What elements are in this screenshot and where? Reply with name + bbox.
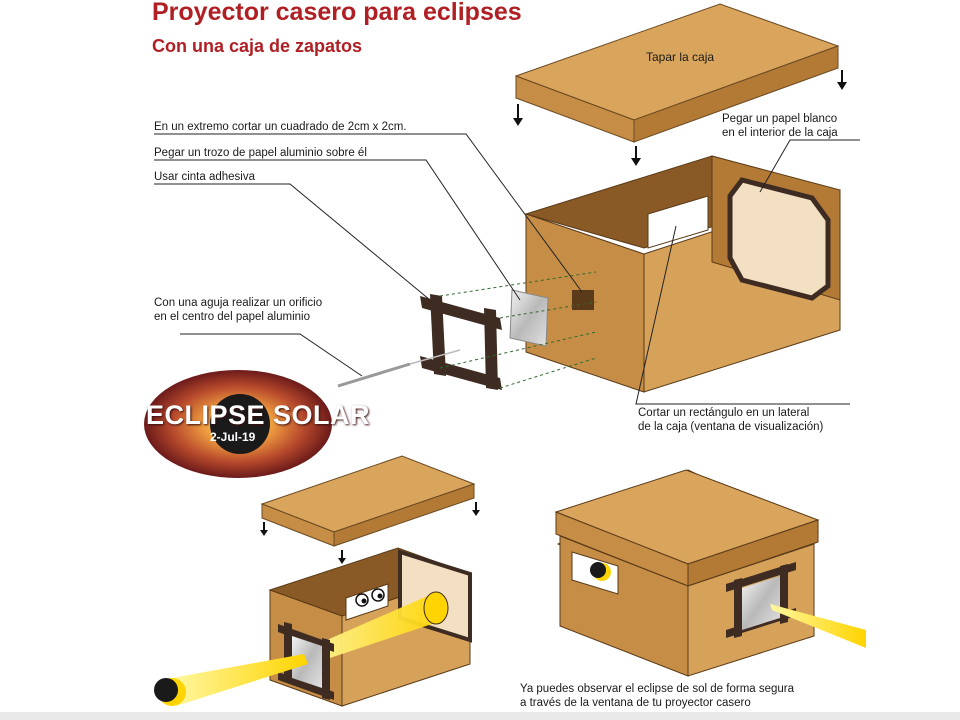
badge-title: ECLIPSE SOLAR (146, 400, 371, 430)
eclipse-badge (144, 370, 332, 478)
square-cut-label: En un extremo cortar un cuadrado de 2cm … (154, 121, 407, 133)
needle (337, 349, 461, 388)
small-sun-beam (154, 654, 308, 706)
final-label-line1: Ya puedes observar el eclipse de sol de … (520, 683, 795, 695)
page-subtitle: Con una caja de zapatos (152, 36, 363, 56)
small-lid-arrows (260, 502, 480, 564)
foil-patch (509, 289, 549, 347)
closed-box (554, 469, 820, 677)
dotted-guides (439, 271, 597, 389)
badge-date: 2-Jul-19 (210, 430, 256, 444)
window-label-line2: de la caja (ventana de visualización) (638, 421, 824, 433)
page-title: Proyector casero para eclipses (152, 0, 522, 26)
small-lid (260, 455, 476, 547)
leader-lines (154, 133, 860, 405)
window-label-line1: Cortar un rectángulo en un lateral (638, 407, 810, 419)
tape-label: Usar cinta adhesiva (154, 171, 255, 183)
lid-top (514, 3, 840, 143)
tape-frame (420, 294, 502, 390)
lid-label: Tapar la caja (646, 50, 715, 64)
foil-label: Pegar un trozo de papel aluminio sobre é… (154, 147, 367, 159)
bottom-band (0, 712, 960, 720)
final-label-line2: a través de la ventana de tu proyector c… (520, 697, 751, 709)
main-box (524, 155, 841, 393)
lid-arrows (513, 70, 847, 166)
white-paper-label-line2: en el interior de la caja (722, 127, 838, 139)
small-open-box (268, 547, 472, 707)
needle-label-line1: Con una aguja realizar un orificio (154, 297, 323, 309)
white-paper-label-line1: Pegar un papel blanco (722, 113, 838, 125)
right-sun-beam (770, 604, 866, 648)
needle-label-line2: en el centro del papel aluminio (154, 311, 310, 323)
